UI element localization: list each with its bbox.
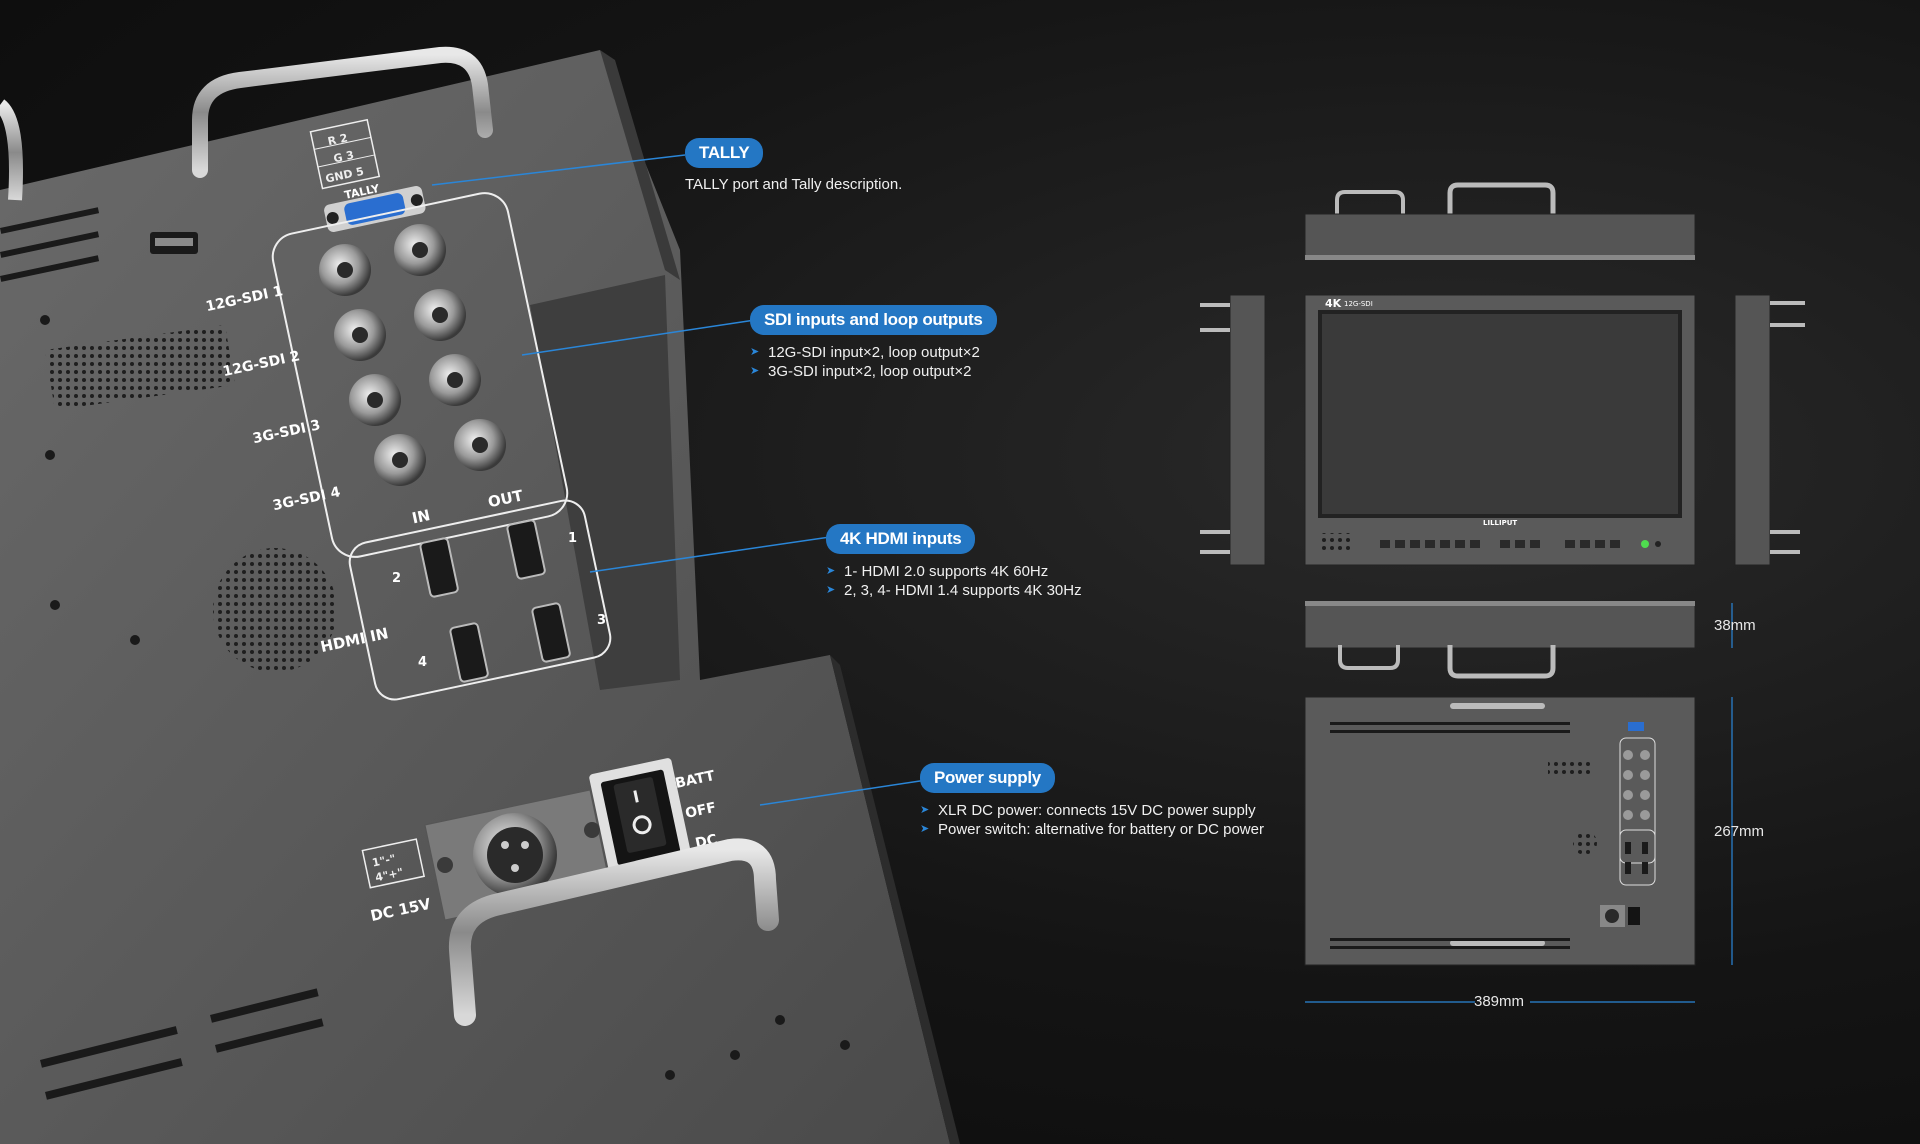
callout-tally-description: TALLY port and Tally description.: [685, 176, 903, 193]
chassis-face: [0, 50, 950, 1144]
tally-pin-table: [309, 118, 381, 190]
front-badge-4k: 4K: [1325, 297, 1342, 310]
callout-power-title: Power supply: [920, 763, 1055, 793]
hdmi-panel-outline: [348, 499, 612, 701]
sdi-in-label: IN: [410, 506, 431, 527]
top-view: [1304, 182, 1696, 260]
rear-view: [1304, 696, 1696, 966]
callout-power-item: XLR DC power: connects 15V DC power supp…: [920, 801, 1264, 820]
callout-sdi-item: 3G-SDI input×2, loop output×2: [750, 362, 997, 381]
tally-pin-2: G 3: [332, 148, 355, 165]
xlr-pin-4: 4"+": [374, 866, 404, 885]
callout-leader-lines: [431, 154, 941, 806]
callout-power-item: Power switch: alternative for battery or…: [920, 820, 1264, 839]
callout-hdmi-item: 2, 3, 4- HDMI 1.4 supports 4K 30Hz: [826, 581, 1082, 600]
callout-sdi-title: SDI inputs and loop outputs: [750, 305, 997, 335]
hdmi-number-4: 4: [418, 655, 427, 670]
hdmi-ports: [419, 519, 571, 683]
vent-slots: [0, 207, 100, 282]
callout-tally: TALLY TALLY port and Tally description.: [685, 138, 902, 193]
hdmi-number-3: 3: [597, 613, 606, 628]
right-side-view: [1734, 294, 1805, 566]
hdmi-number-1: 1: [568, 531, 577, 546]
front-badge-sdi: 12G-SDI: [1344, 300, 1373, 308]
callout-sdi-item: 12G-SDI input×2, loop output×2: [750, 343, 997, 362]
tally-pin-1: R 2: [327, 131, 349, 148]
power-switch: [589, 758, 692, 877]
xlr-pin-1: 1"-": [371, 852, 397, 870]
switch-label-off: OFF: [684, 800, 718, 822]
bottom-handle: [448, 838, 779, 1026]
speaker-grille-lower: [213, 548, 337, 672]
chassis-lower-side: [830, 655, 960, 1144]
front-buttons: [1380, 540, 1620, 548]
front-brand: LILLIPUT: [1483, 519, 1517, 527]
callout-tally-title: TALLY: [685, 138, 764, 168]
speaker-grille-upper: [45, 325, 235, 410]
dimension-width: 389mm: [1474, 993, 1525, 1010]
callout-hdmi-title: 4K HDMI inputs: [826, 524, 976, 554]
callout-hdmi-item: 1- HDMI 2.0 supports 4K 60Hz: [826, 562, 1082, 581]
dimension-lines: [1305, 603, 1733, 1003]
front-view: 4K 12G-SDI LILLIPUT: [1304, 294, 1696, 566]
xlr-pin-box: [361, 838, 426, 889]
bottom-view: [1304, 601, 1696, 679]
callout-sdi: SDI inputs and loop outputs 12G-SDI inpu…: [750, 305, 997, 381]
callout-power: Power supply XLR DC power: connects 15V …: [920, 763, 1264, 839]
dimension-height: 267mm: [1714, 823, 1765, 840]
top-handle: [192, 46, 493, 178]
bnc-connectors: [319, 224, 506, 486]
hdmi-number-2: 2: [392, 571, 401, 586]
callout-hdmi: 4K HDMI inputs 1- HDMI 2.0 supports 4K 6…: [826, 524, 1082, 600]
left-side-view: [1200, 294, 1266, 566]
chassis-side: [600, 50, 680, 280]
dimension-depth: 38mm: [1714, 617, 1756, 634]
sdi-panel-outline: [271, 192, 569, 558]
